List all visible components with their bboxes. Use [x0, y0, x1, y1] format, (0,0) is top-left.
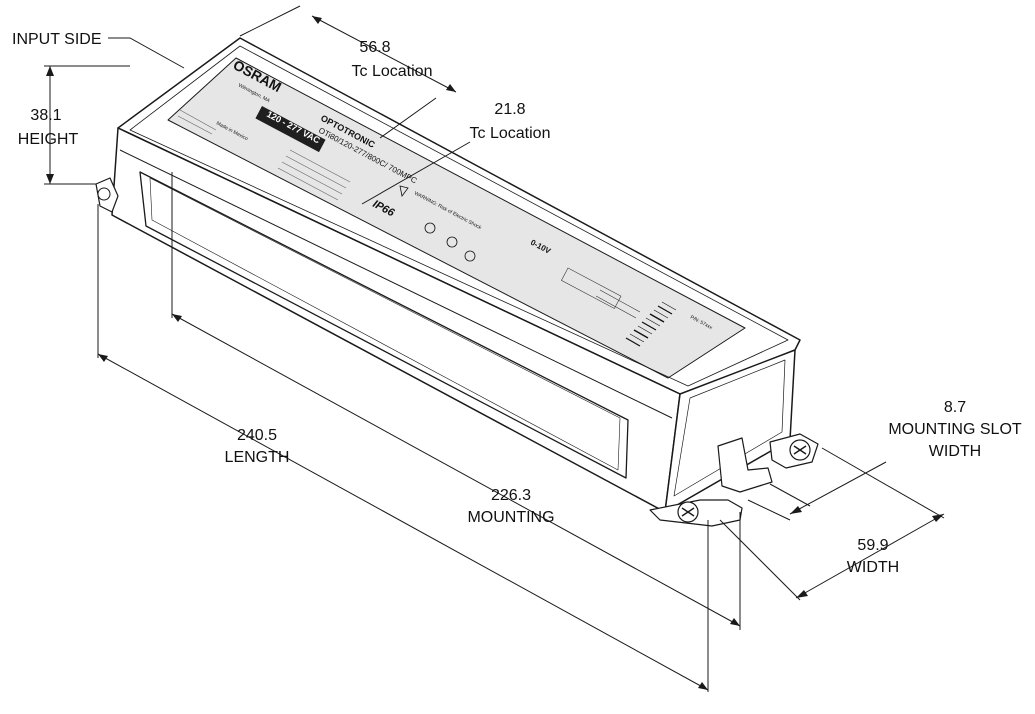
slot-label-2: WIDTH	[929, 443, 981, 460]
slot-value: 8.7	[944, 399, 966, 416]
arrow-length-b	[698, 682, 708, 690]
screws	[97, 187, 811, 523]
tc1-value: 56.8	[359, 39, 390, 56]
height-value: 38.1	[30, 107, 61, 124]
dimension-lines	[44, 5, 945, 692]
voltage-band	[255, 106, 326, 153]
mounting-slot-notch	[717, 437, 773, 493]
slot-ext-a	[747, 499, 791, 521]
front-bevel	[119, 149, 673, 419]
dimension-arrows	[46, 16, 944, 690]
arrow-height-top	[46, 66, 54, 76]
length-dim-line	[97, 353, 709, 691]
arrow-tc1-a	[312, 16, 322, 24]
mounting-dim-line	[171, 313, 741, 627]
mounting-value: 226.3	[491, 487, 531, 504]
warning-icon	[399, 185, 409, 197]
tc1-label: Tc Location	[352, 63, 433, 80]
slot-ext-b	[769, 483, 811, 507]
arrow-slot-a	[790, 506, 802, 514]
arrow-mounting-b	[730, 618, 740, 626]
width-dim-line	[795, 513, 945, 599]
wiring-diagram	[561, 267, 641, 319]
screw-left-icon	[97, 187, 111, 201]
width-ext-a	[719, 519, 801, 601]
screw-near-icon	[677, 501, 699, 523]
device-body	[95, 37, 819, 527]
tc1-extension-a	[239, 5, 301, 37]
arrow-width-a	[796, 590, 808, 598]
fine-print	[177, 109, 351, 201]
height-label: HEIGHT	[18, 131, 79, 148]
tc2-value: 21.8	[494, 101, 525, 118]
arrow-mounting-a	[172, 314, 182, 322]
tc1-leader	[379, 97, 437, 139]
length-value: 240.5	[237, 427, 277, 444]
tc1-dim-line	[311, 15, 457, 93]
length-label: LENGTH	[225, 449, 290, 466]
arrow-width-b	[932, 514, 944, 522]
front-slot	[139, 171, 629, 479]
slot-dim-line	[789, 461, 887, 515]
arrow-length-a	[98, 354, 108, 362]
dimension-labels: INPUT SIDE 56.8 Tc Location 21.8 Tc Loca…	[12, 31, 1022, 576]
arrow-tc1-b	[446, 84, 456, 92]
width-label: WIDTH	[847, 559, 899, 576]
tc2-label: Tc Location	[470, 125, 551, 142]
screw-far-icon	[789, 439, 811, 461]
certification-icons	[424, 222, 476, 262]
tc2-leader	[361, 141, 471, 205]
arrow-height-bottom	[46, 174, 54, 184]
mounting-label: MOUNTING	[467, 509, 554, 526]
top-rim	[129, 45, 789, 387]
input-side-leader	[108, 37, 185, 69]
input-side-label: INPUT SIDE	[12, 31, 102, 48]
width-ext-b	[821, 447, 945, 519]
barcode	[625, 301, 677, 347]
slot-label-1: MOUNTING SLOT	[888, 421, 1022, 438]
width-value: 59.9	[857, 537, 888, 554]
